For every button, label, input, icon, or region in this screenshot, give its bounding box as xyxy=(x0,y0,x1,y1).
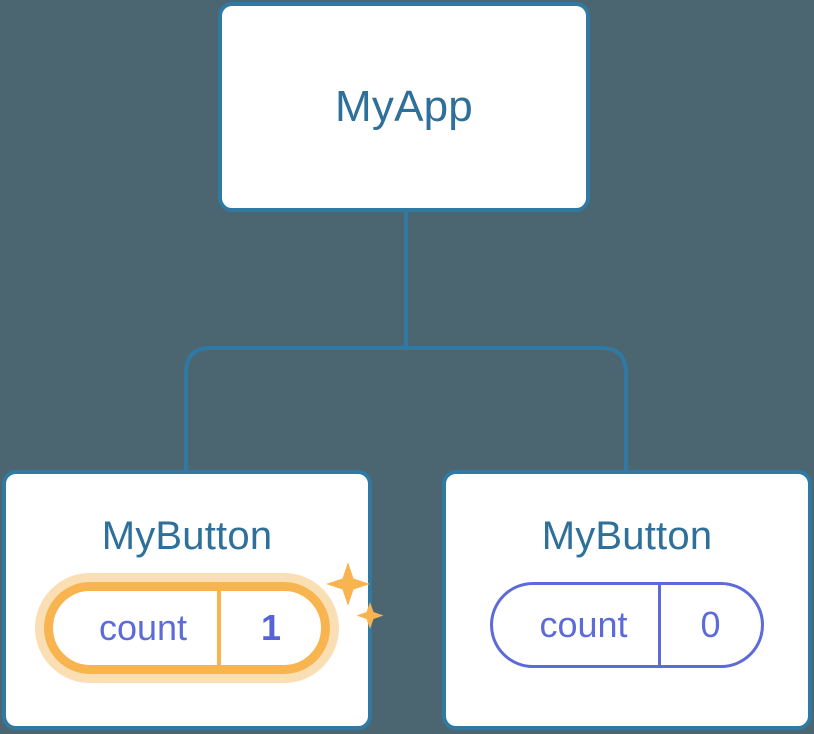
state-pill-right[interactable]: count 0 xyxy=(490,582,764,668)
node-myapp[interactable]: MyApp xyxy=(218,2,590,212)
state-key-label-right: count xyxy=(539,604,628,645)
state-pill-left-key-cell: count xyxy=(53,591,217,665)
state-pill-right-value-cell: 0 xyxy=(657,585,761,665)
edge-children-bar xyxy=(184,346,628,470)
node-mybutton-right-label: MyButton xyxy=(541,514,713,558)
state-pill-right-wrapper: count 0 xyxy=(490,582,764,668)
state-value-label-right: 0 xyxy=(700,604,721,645)
state-pill-left-value-cell: 1 xyxy=(217,591,321,665)
state-key-label-left: count xyxy=(98,607,188,648)
state-pill-right-key-cell: count xyxy=(493,585,657,665)
node-myapp-label: MyApp xyxy=(335,82,473,131)
node-mybutton-left[interactable]: MyButton count 1 xyxy=(2,470,384,730)
state-pill-left[interactable]: count 1 xyxy=(43,582,331,674)
node-mybutton-right[interactable]: MyButton count 0 xyxy=(442,470,812,730)
state-value-label-left: 1 xyxy=(261,607,282,648)
node-mybutton-left-label: MyButton xyxy=(101,514,273,558)
state-pill-left-wrapper: count 1 xyxy=(43,562,384,674)
